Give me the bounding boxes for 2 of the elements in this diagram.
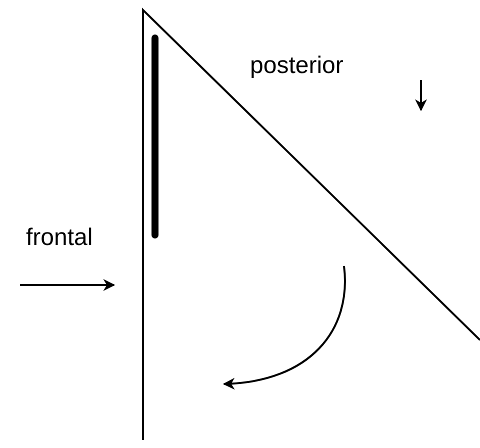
direction-label: posterior: [250, 54, 344, 78]
direction-label: frontal: [26, 226, 93, 250]
